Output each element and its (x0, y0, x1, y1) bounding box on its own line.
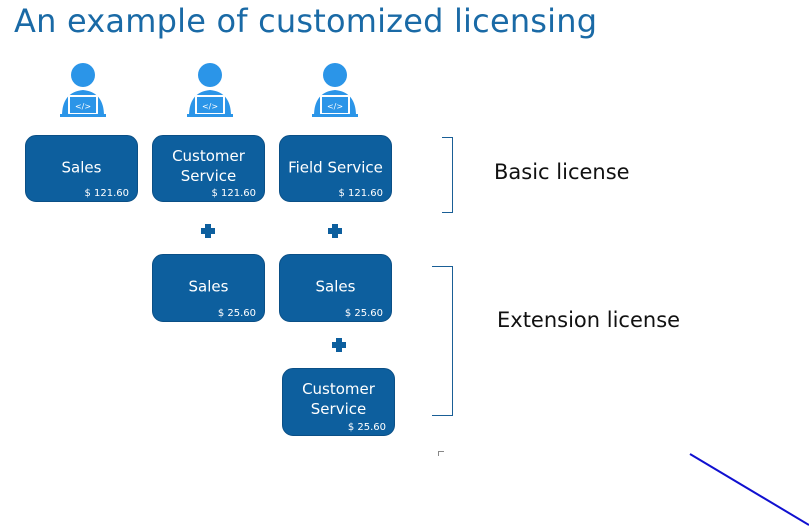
box-label: Sales (61, 157, 102, 176)
box-price: $ 121.60 (84, 188, 129, 199)
box-price: $ 121.60 (211, 188, 256, 199)
basic-license-bracket (442, 137, 453, 213)
plus-icon (328, 224, 342, 238)
stray-mark (438, 451, 444, 456)
extension-license-label: Extension license (497, 308, 681, 332)
basic-license-box: Field Service $ 121.60 (279, 135, 392, 202)
svg-text:</>: </> (202, 102, 218, 111)
box-price: $ 25.60 (347, 422, 386, 433)
basic-license-label: Basic license (494, 160, 630, 184)
plus-icon (201, 224, 215, 238)
user-laptop-icon: </> (187, 63, 233, 117)
box-label: Sales (315, 277, 356, 296)
page-title: An example of customized licensing (14, 2, 598, 40)
user-laptop-icon: </> (60, 63, 106, 117)
box-price: $ 25.60 (217, 308, 256, 319)
basic-license-box: Sales $ 121.60 (25, 135, 138, 202)
user-laptop-icon: </> (312, 63, 358, 117)
box-label: Customer Service (302, 379, 375, 418)
box-label: Field Service (288, 157, 383, 176)
box-price: $ 121.60 (338, 188, 383, 199)
plus-icon (332, 338, 346, 352)
box-price: $ 25.60 (344, 308, 383, 319)
extension-license-bracket (432, 266, 453, 416)
extension-license-box: Sales $ 25.60 (152, 254, 265, 322)
extension-license-box: Customer Service $ 25.60 (282, 368, 395, 436)
svg-text:</>: </> (327, 102, 343, 111)
stray-line (689, 453, 809, 526)
extension-license-box: Sales $ 25.60 (279, 254, 392, 322)
svg-text:</>: </> (75, 102, 91, 111)
box-label: Sales (188, 277, 229, 296)
basic-license-box: Customer Service $ 121.60 (152, 135, 265, 202)
box-label: Customer Service (172, 146, 245, 185)
